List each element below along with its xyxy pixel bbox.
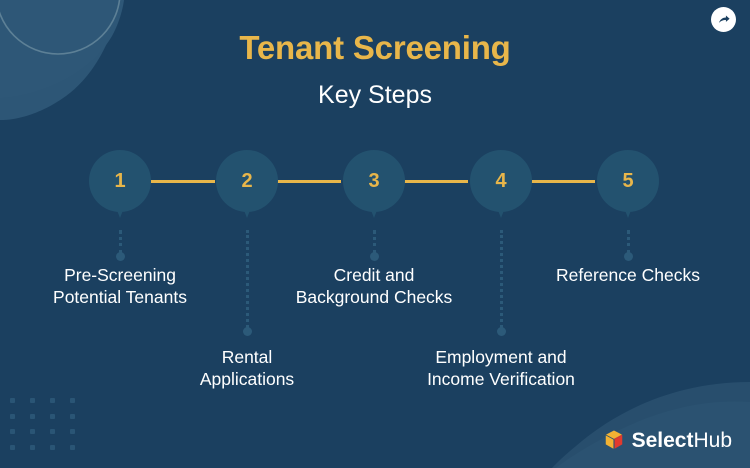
step-marker-4[interactable]: 4 bbox=[470, 150, 532, 218]
bottom-right-swoosh-2 bbox=[552, 382, 750, 468]
top-left-arc bbox=[0, 0, 121, 55]
drop-line-5 bbox=[627, 230, 630, 254]
step-label-1: Pre-Screening Potential Tenants bbox=[53, 265, 187, 308]
marker-bulb-1: 1 bbox=[89, 150, 151, 212]
drop-dot-3 bbox=[370, 252, 379, 261]
connector-3-4 bbox=[404, 180, 468, 183]
step-marker-5[interactable]: 5 bbox=[597, 150, 659, 218]
step-number-5: 5 bbox=[622, 170, 634, 192]
brand-name-bold: Select bbox=[631, 428, 694, 452]
connector-2-3 bbox=[277, 180, 341, 183]
step-number-3: 3 bbox=[368, 170, 380, 192]
marker-bulb-5: 5 bbox=[597, 150, 659, 212]
drop-dot-4 bbox=[497, 327, 506, 336]
step-number-4: 4 bbox=[495, 170, 507, 192]
connector-1-2 bbox=[151, 180, 215, 183]
brand-name-light: Hub bbox=[693, 428, 732, 452]
step-label-4: Employment and Income Verification bbox=[427, 347, 575, 390]
step-marker-1[interactable]: 1 bbox=[89, 150, 151, 218]
page-title: Tenant Screening bbox=[239, 29, 511, 66]
share-button[interactable] bbox=[711, 7, 736, 32]
drop-line-3 bbox=[373, 230, 376, 254]
step-marker-3[interactable]: 3 bbox=[343, 150, 405, 218]
page-subtitle: Key Steps bbox=[318, 81, 432, 109]
marker-bulb-4: 4 bbox=[470, 150, 532, 212]
selecthub-wordmark: SelectHub bbox=[632, 430, 732, 451]
drop-dot-1 bbox=[116, 252, 125, 261]
step-label-3: Credit and Background Checks bbox=[295, 265, 453, 308]
step-number-1: 1 bbox=[114, 170, 126, 192]
share-arrow-icon bbox=[718, 14, 730, 23]
selecthub-cube-icon bbox=[605, 430, 622, 449]
marker-bulb-2: 2 bbox=[216, 150, 278, 212]
drop-dot-5 bbox=[624, 252, 633, 261]
dot-grid-decoration bbox=[10, 398, 90, 460]
connector-4-5 bbox=[531, 180, 595, 183]
step-label-5: Reference Checks bbox=[556, 265, 700, 285]
step-label-2: Rental Applications bbox=[199, 347, 295, 390]
top-left-swoosh-inner bbox=[0, 0, 124, 98]
drop-dot-2 bbox=[243, 327, 252, 336]
drop-line-4 bbox=[500, 230, 503, 328]
drop-line-1 bbox=[119, 230, 122, 254]
selecthub-logo[interactable]: SelectHub bbox=[603, 429, 732, 451]
step-number-2: 2 bbox=[241, 170, 253, 192]
drop-line-2 bbox=[246, 230, 249, 328]
marker-bulb-3: 3 bbox=[343, 150, 405, 212]
step-marker-2[interactable]: 2 bbox=[216, 150, 278, 218]
